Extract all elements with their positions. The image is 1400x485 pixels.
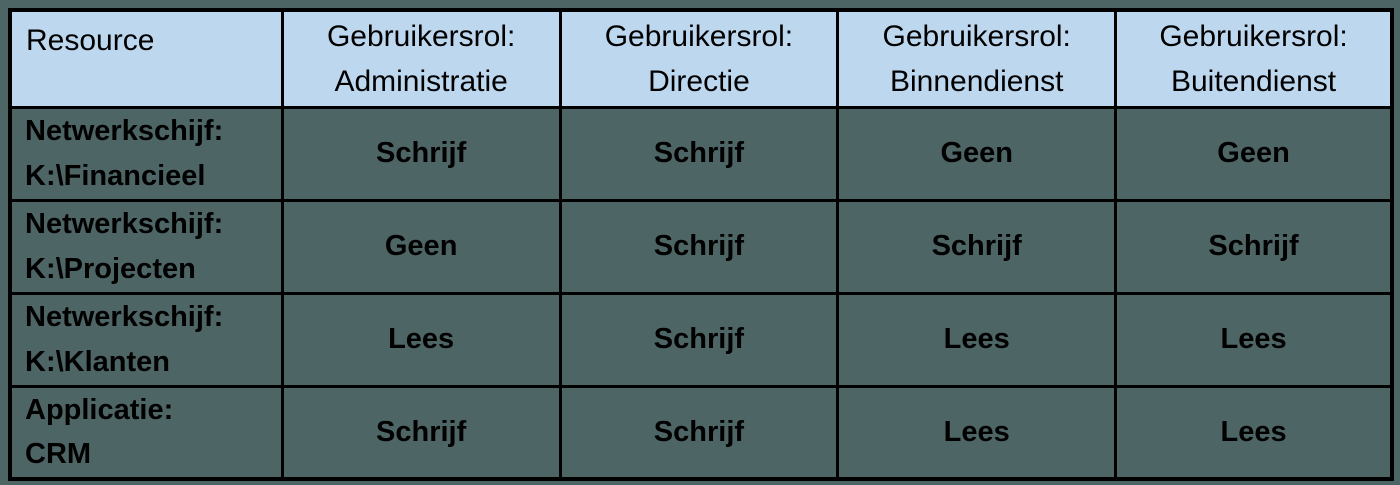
header-cell-role-directie: Gebruikersrol: Directie [558,8,840,109]
permission-cell: Schrijf [280,105,562,202]
role-name-label: Administratie [334,64,508,98]
table-row-klanten: Netwerkschijf: K:\Klanten Lees Schrijf L… [8,291,1394,388]
resource-name-label: K:\Projecten [25,252,196,285]
permission-cell: Schrijf [558,384,840,481]
role-prefix-label: Gebruikersrol: [1159,19,1348,53]
permission-cell: Schrijf [1114,198,1394,295]
role-name-label: Directie [648,64,750,98]
resource-type-label: Netwerkschijf: [25,300,224,333]
permission-cell: Lees [280,291,562,388]
resource-name-label: K:\Klanten [25,345,170,378]
table-row-financieel: Netwerkschijf: K:\Financieel Schrijf Sch… [8,105,1394,202]
table-header-row: Resource Gebruikersrol: Administratie Ge… [8,8,1394,109]
resource-header-label: Resource [26,24,155,57]
permissions-table: Resource Gebruikersrol: Administratie Ge… [8,8,1394,482]
permission-cell: Lees [836,384,1118,481]
resource-type-label: Applicatie: [25,393,174,426]
permission-cell: Geen [836,105,1118,202]
permission-cell: Geen [280,198,562,295]
resource-type-label: Netwerkschijf: [25,207,224,240]
resource-cell: Netwerkschijf: K:\Projecten [8,198,284,295]
role-name-label: Binnendienst [889,64,1064,98]
permission-cell: Geen [1114,105,1394,202]
resource-name-label: K:\Financieel [25,159,206,192]
role-prefix-label: Gebruikersrol: [326,19,516,53]
resource-type-label: Netwerkschijf: [25,114,224,147]
table-row-crm: Applicatie: CRM Schrijf Schrijf Lees Lee… [8,384,1394,481]
resource-cell: Netwerkschijf: K:\Financieel [8,105,284,202]
permission-cell: Schrijf [558,105,840,202]
table-row-projecten: Netwerkschijf: K:\Projecten Geen Schrijf… [8,198,1394,295]
permission-cell: Schrijf [558,198,840,295]
resource-name-label: CRM [25,438,92,471]
resource-cell: Applicatie: CRM [8,384,284,481]
header-cell-role-administratie: Gebruikersrol: Administratie [280,8,562,109]
role-prefix-label: Gebruikersrol: [604,19,794,53]
permission-cell: Schrijf [558,291,840,388]
role-prefix-label: Gebruikersrol: [882,19,1071,53]
resource-cell: Netwerkschijf: K:\Klanten [8,291,284,388]
permission-cell: Lees [1114,291,1394,388]
permission-cell: Schrijf [836,198,1118,295]
role-name-label: Buitendienst [1170,64,1337,98]
permission-cell: Schrijf [280,384,562,481]
permission-cell: Lees [1114,384,1394,481]
header-cell-resource: Resource [8,8,284,109]
header-cell-role-buitendienst: Gebruikersrol: Buitendienst [1114,8,1394,109]
permission-cell: Lees [836,291,1118,388]
header-cell-role-binnendienst: Gebruikersrol: Binnendienst [836,8,1118,109]
